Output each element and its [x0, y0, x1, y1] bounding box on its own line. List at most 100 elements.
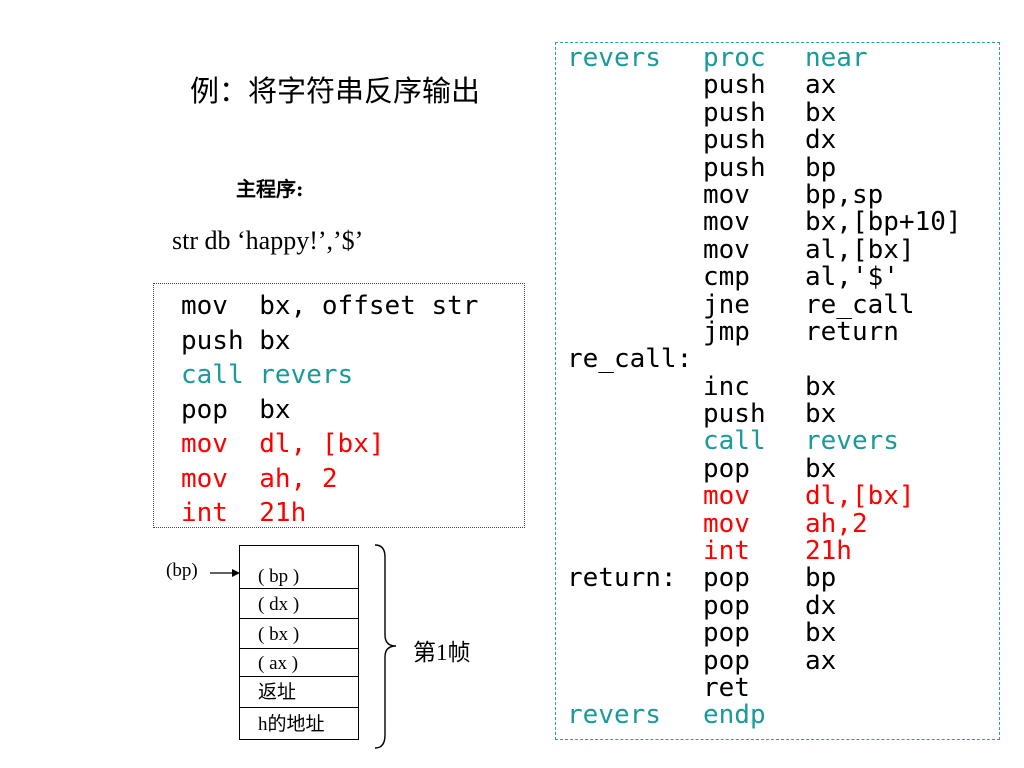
main-code-arg: dl, [bx] — [259, 429, 385, 459]
proc-code-line: ret — [567, 672, 999, 703]
proc-code-op: proc — [703, 43, 766, 73]
bp-pointer-arrow — [210, 569, 240, 577]
main-code-line: mov bx, offset str — [181, 289, 524, 324]
proc-code-arg: bp,sp — [805, 179, 884, 210]
proc-code-op: ret — [703, 672, 750, 703]
main-code-op: call — [181, 360, 244, 390]
proc-code-line: pop bx — [567, 453, 999, 484]
stack-cell: ( bp ) — [239, 545, 359, 589]
main-code-line: mov dl, [bx] — [181, 427, 524, 462]
proc-code-op: cmp — [703, 262, 750, 293]
frame-brace — [374, 544, 397, 749]
proc-code-line: re_call: — [567, 344, 999, 375]
proc-code-line: pop ax — [567, 645, 999, 676]
proc-code-op: pop — [703, 563, 750, 594]
main-code-arg: bx — [259, 325, 291, 356]
proc-code-op: mov — [703, 179, 750, 210]
proc-code-line: return: pop bp — [567, 563, 999, 594]
main-program-label: 主程序: — [236, 177, 304, 201]
proc-code-op: endp — [703, 700, 766, 731]
proc-code-op: jne — [703, 289, 750, 320]
proc-code-arg: near — [805, 43, 868, 73]
main-code-arg: bx, offset str — [259, 291, 479, 321]
proc-code-op: jmp — [703, 316, 750, 347]
main-code-op: pop — [181, 394, 244, 425]
main-code-op: mov — [181, 429, 244, 459]
proc-code-label: revers — [567, 43, 661, 73]
main-code-line: pop bx — [181, 393, 524, 428]
proc-code-arg: ax — [805, 645, 837, 676]
main-code-arg: 21h — [259, 498, 307, 528]
stack-cell: ( bx ) — [239, 618, 359, 649]
proc-code-op: mov — [703, 508, 750, 539]
proc-code-line: cmp al,'$' — [567, 262, 999, 293]
proc-code-line: push bp — [567, 152, 999, 183]
proc-code-line: revers proc near — [567, 43, 999, 73]
proc-code-op: pop — [703, 645, 750, 676]
main-code-op: mov — [181, 291, 244, 321]
proc-code-label: return: — [567, 563, 677, 594]
proc-code-op: call — [703, 426, 766, 457]
proc-code-line: mov ah,2 — [567, 508, 999, 539]
proc-code-arg: revers — [805, 426, 899, 457]
main-code-line: call revers — [181, 358, 524, 393]
main-code-line: int 21h — [181, 496, 524, 531]
proc-code-op: int — [703, 536, 750, 567]
proc-code-arg: bx — [805, 453, 837, 484]
stack-cell: ( ax ) — [239, 648, 359, 677]
proc-code-op: pop — [703, 453, 750, 484]
proc-code-arg: bx,[bp+10] — [805, 207, 962, 238]
stack-cell: 返址 — [239, 676, 359, 708]
proc-code-arg: 21h — [805, 536, 852, 567]
slide-title: 例：将字符串反序输出 — [190, 74, 481, 108]
bp-pointer-label: (bp) — [166, 560, 198, 581]
stack-cell: ( dx ) — [239, 588, 359, 619]
main-code-line: push bx — [181, 324, 524, 359]
proc-code-op: push — [703, 152, 766, 183]
main-code-op: int — [181, 498, 244, 528]
proc-code-line: push dx — [567, 125, 999, 156]
proc-code-op: mov — [703, 207, 750, 238]
main-code-op: push — [181, 325, 244, 356]
proc-code-line: call revers — [567, 426, 999, 457]
proc-code-arg: bp — [805, 152, 837, 183]
proc-code-arg: dx — [805, 125, 837, 156]
proc-code-line: jne re_call — [567, 289, 999, 320]
proc-code-op: push — [703, 399, 766, 430]
proc-code-arg: bx — [805, 618, 837, 649]
proc-code-op: push — [703, 70, 766, 101]
stack-cell: h的地址 — [239, 707, 359, 740]
proc-code-arg: ah,2 — [805, 508, 868, 539]
proc-code-op: mov — [703, 234, 750, 265]
proc-code-op: inc — [703, 371, 750, 402]
frame-label: 第1帧 — [413, 640, 471, 665]
main-code-arg: bx — [259, 394, 291, 425]
proc-code-op: push — [703, 97, 766, 128]
proc-code-line: mov bx,[bp+10] — [567, 207, 999, 238]
proc-code-arg: al,'$' — [805, 262, 899, 293]
main-code-arg: revers — [259, 360, 354, 390]
proc-code-arg: bx — [805, 399, 837, 430]
proc-code-op: mov — [703, 481, 750, 512]
main-code-arg: ah, 2 — [259, 463, 338, 494]
proc-code-arg: re_call — [805, 289, 915, 320]
proc-code-label: re_call: — [567, 344, 693, 375]
proc-code-label: revers — [567, 700, 661, 731]
proc-code-arg: bp — [805, 563, 837, 594]
proc-code-arg: bx — [805, 97, 837, 128]
proc-code-line: jmp return — [567, 316, 999, 347]
proc-code-line: int 21h — [567, 536, 999, 567]
main-code-line: mov ah, 2 — [181, 462, 524, 497]
main-code-op: mov — [181, 463, 244, 494]
proc-code-op: push — [703, 125, 766, 156]
proc-code-line: mov bp,sp — [567, 179, 999, 210]
proc-code-line: push bx — [567, 399, 999, 430]
proc-code-arg: return — [805, 316, 899, 347]
